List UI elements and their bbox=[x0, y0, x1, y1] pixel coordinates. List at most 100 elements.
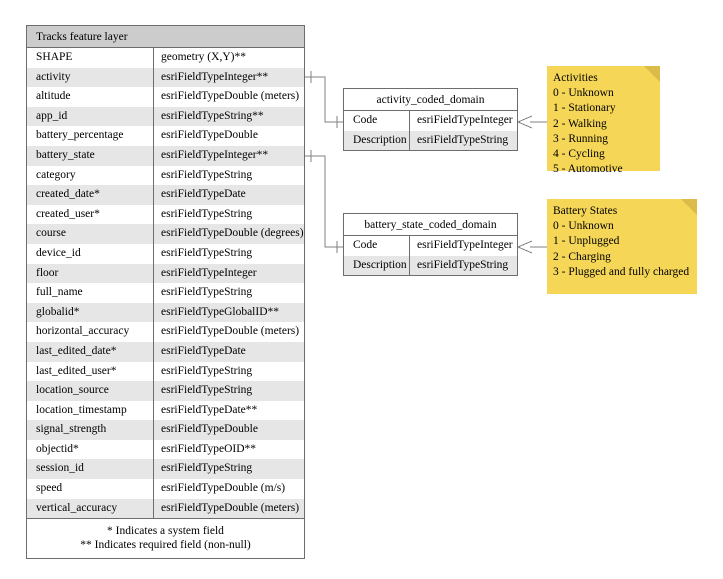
field-name: SHAPE bbox=[27, 48, 154, 68]
battery-states-note-title: Battery States bbox=[553, 205, 618, 217]
table-row: app_id esriFieldTypeString** bbox=[27, 106, 304, 127]
table-row: device_id esriFieldTypeString bbox=[27, 243, 304, 264]
field-name: app_id bbox=[27, 106, 154, 127]
activity-domain-title: activity_coded_domain bbox=[344, 89, 517, 111]
arrowhead-activity-note bbox=[517, 115, 533, 129]
note-entry: 2 - Charging bbox=[553, 250, 611, 263]
field-type: esriFieldTypeInteger bbox=[417, 239, 513, 251]
field-type: esriFieldTypeDouble bbox=[161, 423, 258, 436]
activities-note-title: Activities bbox=[553, 72, 598, 84]
table-row: created_date* esriFieldTypeDate bbox=[27, 185, 304, 205]
field-name: category bbox=[27, 165, 154, 186]
activities-note-entries: 0 - Unknown 1 - Stationary 2 - Walking 3 - … bbox=[553, 86, 660, 177]
table-row: location_timestamp esriFieldTypeDate** bbox=[27, 400, 304, 421]
table-row: signal_strength esriFieldTypeDouble bbox=[27, 420, 304, 440]
field-type: esriFieldTypeDate bbox=[161, 344, 246, 357]
table-row: Code esriFieldTypeInteger bbox=[344, 236, 517, 256]
field-name: location_source bbox=[27, 381, 154, 401]
field-type: esriFieldTypeInteger bbox=[161, 266, 257, 279]
field-type: esriFieldTypeDate bbox=[161, 188, 246, 201]
field-name: Code bbox=[344, 236, 410, 256]
field-name: Description bbox=[344, 130, 410, 151]
tracks-table-footnote: * Indicates a system field ** Indicates … bbox=[27, 518, 304, 559]
table-row: category esriFieldTypeString bbox=[27, 165, 304, 186]
field-type: esriFieldTypeDouble bbox=[161, 129, 258, 142]
table-row: last_edited_user* esriFieldTypeString bbox=[27, 361, 304, 382]
field-name: location_timestamp bbox=[27, 400, 154, 421]
table-row: full_name esriFieldTypeString bbox=[27, 283, 304, 303]
field-type: esriFieldTypeInteger** bbox=[161, 70, 269, 83]
field-name: last_edited_date* bbox=[27, 341, 154, 362]
field-name: course bbox=[27, 224, 154, 244]
field-type: esriFieldTypeString bbox=[417, 133, 509, 146]
note-entry: 1 - Stationary bbox=[553, 102, 616, 115]
field-type: esriFieldTypeDouble (meters) bbox=[161, 501, 300, 514]
field-type: esriFieldTypeString bbox=[161, 207, 253, 220]
footnote-required-field: ** Indicates required field (non-null) bbox=[80, 539, 251, 552]
field-name: full_name bbox=[27, 283, 154, 303]
field-type: esriFieldTypeString bbox=[417, 258, 509, 271]
battery-states-note: Battery States 0 - Unknown 1 - Unplugged 2… bbox=[547, 199, 697, 294]
field-type: esriFieldTypeDouble (meters) bbox=[161, 90, 300, 103]
field-name: battery_percentage bbox=[27, 126, 154, 146]
field-name: session_id bbox=[27, 459, 154, 480]
note-entry: 3 - Plugged and fully charged bbox=[553, 265, 690, 278]
field-type: esriFieldTypeString bbox=[161, 246, 253, 259]
note-fold-corner-icon bbox=[644, 66, 660, 82]
field-name: Description bbox=[344, 255, 410, 276]
field-type: esriFieldTypeString bbox=[161, 384, 253, 397]
note-entry: 0 - Unknown bbox=[553, 87, 614, 100]
field-type: esriFieldTypeString bbox=[161, 168, 253, 181]
field-name: speed bbox=[27, 479, 154, 499]
field-name: device_id bbox=[27, 243, 154, 264]
footnote-system-field: * Indicates a system field bbox=[107, 525, 224, 538]
field-name: activity bbox=[27, 67, 154, 88]
battery-states-note-entries: 0 - Unknown 1 - Unplugged 2 - Charging 3 - … bbox=[553, 219, 697, 280]
table-row: course esriFieldTypeDouble (degrees) bbox=[27, 224, 304, 244]
field-type: esriFieldTypeDouble (m/s) bbox=[161, 482, 286, 495]
field-name: created_date* bbox=[27, 185, 154, 205]
field-type: esriFieldTypeInteger** bbox=[161, 148, 269, 161]
note-entry: 4 - Cycling bbox=[553, 148, 605, 161]
field-type: esriFieldTypeString** bbox=[161, 109, 264, 122]
field-name: battery_state bbox=[27, 145, 154, 166]
field-name: created_user* bbox=[27, 204, 154, 225]
note-entry: 1 - Unplugged bbox=[553, 235, 620, 248]
field-type: esriFieldTypeDouble (meters) bbox=[161, 325, 300, 338]
table-row: location_source esriFieldTypeString bbox=[27, 381, 304, 401]
field-type: esriFieldTypeGlobalID** bbox=[161, 305, 280, 318]
table-row: objectid* esriFieldTypeOID** bbox=[27, 439, 304, 460]
note-entry: 3 - Running bbox=[553, 132, 608, 145]
table-row: Description esriFieldTypeString bbox=[344, 255, 517, 276]
table-row: vertical_accuracy esriFieldTypeDouble (me… bbox=[27, 498, 304, 519]
field-type: esriFieldTypeString bbox=[161, 364, 253, 377]
note-entry: 5 - Automotive bbox=[553, 163, 623, 176]
tracks-table-title: Tracks feature layer bbox=[27, 26, 304, 48]
field-type: esriFieldTypeDate** bbox=[161, 403, 258, 416]
field-type: esriFieldTypeDouble (degrees) bbox=[161, 227, 304, 240]
arrowhead-battery-note bbox=[517, 240, 533, 254]
note-entry: 2 - Walking bbox=[553, 117, 607, 130]
table-row: last_edited_date* esriFieldTypeDate bbox=[27, 341, 304, 362]
note-entry: 0 - Unknown bbox=[553, 220, 614, 233]
table-row: battery_state esriFieldTypeInteger** bbox=[27, 145, 304, 166]
field-name: vertical_accuracy bbox=[27, 498, 154, 519]
field-name: Code bbox=[344, 111, 410, 131]
field-name: objectid* bbox=[27, 439, 154, 460]
battery-state-coded-domain-table: battery_state_coded_domain Code esriField… bbox=[343, 213, 518, 277]
field-name: signal_strength bbox=[27, 420, 154, 440]
table-row: battery_percentage esriFieldTypeDouble bbox=[27, 126, 304, 146]
field-type: esriFieldTypeString bbox=[161, 286, 253, 299]
field-name: last_edited_user* bbox=[27, 361, 154, 382]
field-type: esriFieldTypeOID** bbox=[161, 442, 257, 455]
battery-domain-title: battery_state_coded_domain bbox=[344, 214, 517, 236]
